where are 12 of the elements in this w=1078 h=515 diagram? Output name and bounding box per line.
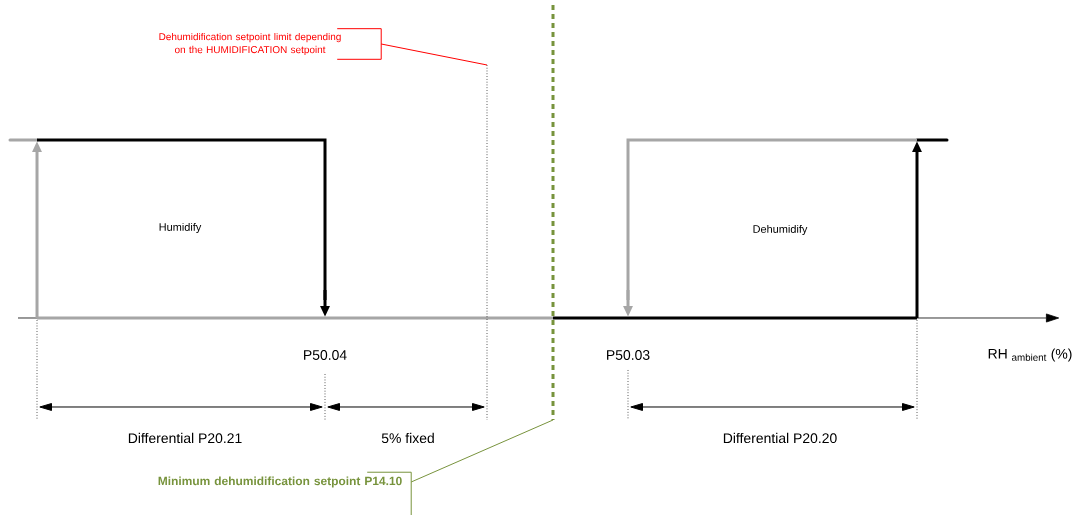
axis-label: RH $_{ambient}$ (%) xyxy=(988,348,1072,362)
setpoint-label: P50.03 xyxy=(607,350,650,360)
callout-text: Dehumidification setpoint limit depending on the HUMIDIFICATION setpoint xyxy=(159,32,341,56)
dimension-label: Differential P20.21 xyxy=(128,432,242,444)
callout-text: Minimum dehumidification setpoint P14.10 xyxy=(158,476,402,488)
setpoint-label: P50.04 xyxy=(304,350,347,360)
leader-line xyxy=(380,43,488,66)
region-label: Dehumidify xyxy=(753,224,808,236)
leader-line xyxy=(410,419,554,483)
dimension-label: 5% fixed xyxy=(381,432,434,444)
dimension-label: Differential P20.20 xyxy=(723,432,837,444)
region-label: Humidify xyxy=(159,222,202,234)
